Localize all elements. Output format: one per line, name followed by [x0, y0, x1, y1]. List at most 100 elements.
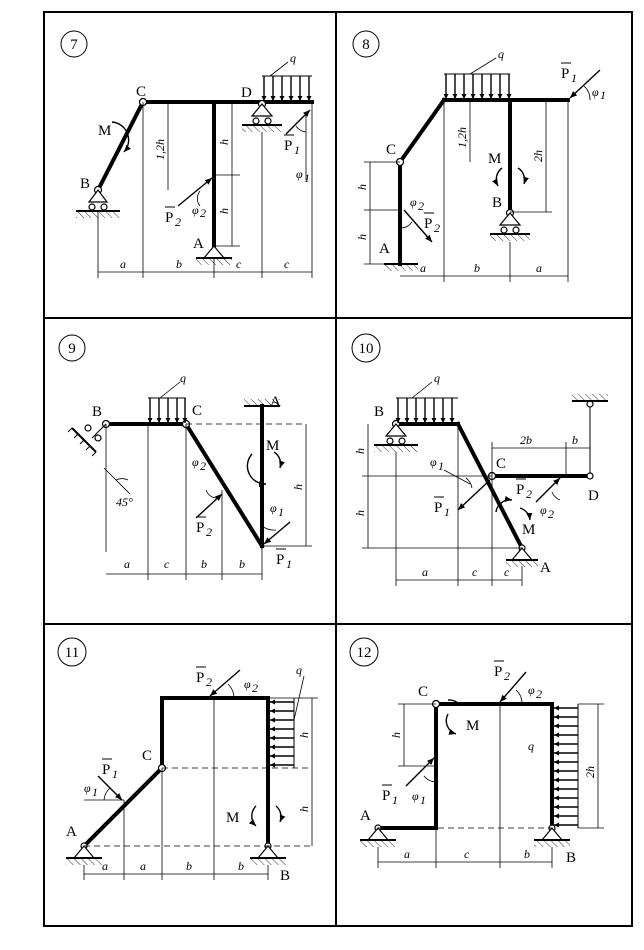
- label-c: C: [142, 748, 152, 764]
- dim-c: c: [464, 847, 470, 861]
- dim-2h: 2h: [583, 766, 597, 778]
- force-p2-arrow: [209, 669, 241, 697]
- label-a: A: [66, 824, 77, 840]
- dim-h-lower: h: [353, 510, 367, 516]
- sheet-grid: [43, 11, 633, 927]
- label-c: C: [496, 456, 506, 472]
- label-phi2: φ: [192, 203, 199, 217]
- problem-number: 10: [359, 341, 374, 357]
- moment-m-arc: [447, 699, 461, 707]
- label-phi1-sub: 1: [420, 793, 426, 807]
- label-b: B: [492, 195, 502, 211]
- dim-h-lower: h: [355, 234, 369, 240]
- label-q: q: [434, 371, 440, 385]
- dim-a1: a: [420, 261, 426, 275]
- label-a: A: [193, 236, 204, 252]
- label-b: B: [566, 850, 576, 866]
- beam-ac: [81, 765, 165, 849]
- moment-m-arrow-right: [273, 451, 285, 469]
- problem-7: 7: [60, 30, 314, 278]
- force-p1-arrow: [569, 69, 601, 99]
- pin-support-b: [534, 824, 570, 847]
- dim-h-upper: h: [297, 732, 311, 738]
- dim-c1: c: [472, 565, 478, 579]
- dim-2h: 2h: [531, 150, 545, 162]
- hinge-d: [586, 472, 594, 480]
- label-phi1: φ: [84, 781, 91, 795]
- problem-number: 12: [357, 645, 372, 661]
- problem-number: 11: [65, 645, 79, 661]
- problem-number-circle: [57, 637, 87, 667]
- label-p1-sub: 1: [294, 143, 300, 157]
- label-b: B: [80, 176, 90, 192]
- label-p1: P: [284, 138, 292, 154]
- label-p1-sub: 1: [571, 71, 577, 85]
- moment-m-arrow-right: [517, 167, 529, 185]
- dim-b2: b: [238, 859, 244, 873]
- force-p2-arrow: [499, 671, 527, 703]
- label-q: q: [498, 47, 504, 61]
- dim-a2: a: [140, 859, 146, 873]
- force-p1-arrow: [405, 757, 435, 787]
- dim-2b: 2b: [520, 433, 532, 447]
- label-p2: P: [196, 670, 204, 686]
- moment-m-arrow-left: [246, 453, 267, 488]
- label-phi1: φ: [430, 455, 437, 469]
- fixed-support-a: [244, 399, 280, 407]
- label-phi2: φ: [410, 195, 417, 209]
- label-q: q: [290, 51, 296, 65]
- label-b: B: [374, 404, 384, 420]
- roller-support-b: [374, 419, 418, 452]
- label-phi2: φ: [192, 455, 199, 469]
- label-phi2-sub: 2: [418, 199, 424, 213]
- dim-b: b: [474, 261, 480, 275]
- label-a: A: [540, 560, 551, 576]
- moment-m-arrow-left: [492, 167, 503, 187]
- beam-bc: [95, 99, 146, 193]
- label-phi2: φ: [540, 503, 547, 517]
- label-phi2: φ: [528, 683, 535, 697]
- ceiling-support: [572, 394, 608, 402]
- label-d: D: [241, 85, 252, 101]
- dim-b: b: [524, 847, 530, 861]
- moment-m-arrow-right: [275, 805, 286, 823]
- label-p2-sub: 2: [206, 525, 212, 539]
- problem-number-circle: [60, 30, 88, 58]
- label-q: q: [528, 739, 534, 753]
- problem-10: 10: [351, 333, 608, 586]
- problem-number: 7: [70, 37, 78, 53]
- dim-h-upper: h: [355, 184, 369, 190]
- label-p1: P: [434, 500, 442, 516]
- dim-c2: c: [284, 257, 290, 271]
- label-phi1-sub: 1: [438, 459, 444, 473]
- label-p1-sub: 1: [286, 557, 292, 571]
- distributed-load-q: [443, 57, 512, 99]
- beam-diag: [183, 421, 265, 549]
- label-p1-sub: 1: [392, 793, 398, 807]
- problem-number-circle: [351, 333, 381, 363]
- force-p1-arrow: [457, 479, 491, 511]
- dim-b1: b: [201, 557, 207, 571]
- label-phi2-sub: 2: [252, 681, 258, 695]
- label-phi1: φ: [270, 501, 277, 515]
- force-p2-arrow: [177, 177, 213, 207]
- force-p2-arrow: [195, 493, 223, 519]
- label-c: C: [418, 684, 428, 700]
- label-a: A: [270, 394, 281, 410]
- label-p2: P: [196, 520, 204, 536]
- dim-h-upper: h: [217, 139, 231, 145]
- label-m: M: [466, 718, 479, 734]
- roller-support-d: [242, 99, 282, 132]
- label-p1: P: [276, 552, 284, 568]
- moment-m-arrow: [111, 121, 131, 153]
- distributed-load-q: [261, 61, 312, 101]
- label-m: M: [98, 123, 111, 139]
- dim-b1: b: [186, 859, 192, 873]
- moment-m-arrow-right: [519, 507, 533, 521]
- label-p2-sub: 2: [175, 215, 181, 229]
- distributed-load-q: [147, 381, 188, 423]
- label-phi2-sub: 2: [200, 459, 206, 473]
- label-m: M: [266, 438, 279, 454]
- dim-c: c: [164, 557, 170, 571]
